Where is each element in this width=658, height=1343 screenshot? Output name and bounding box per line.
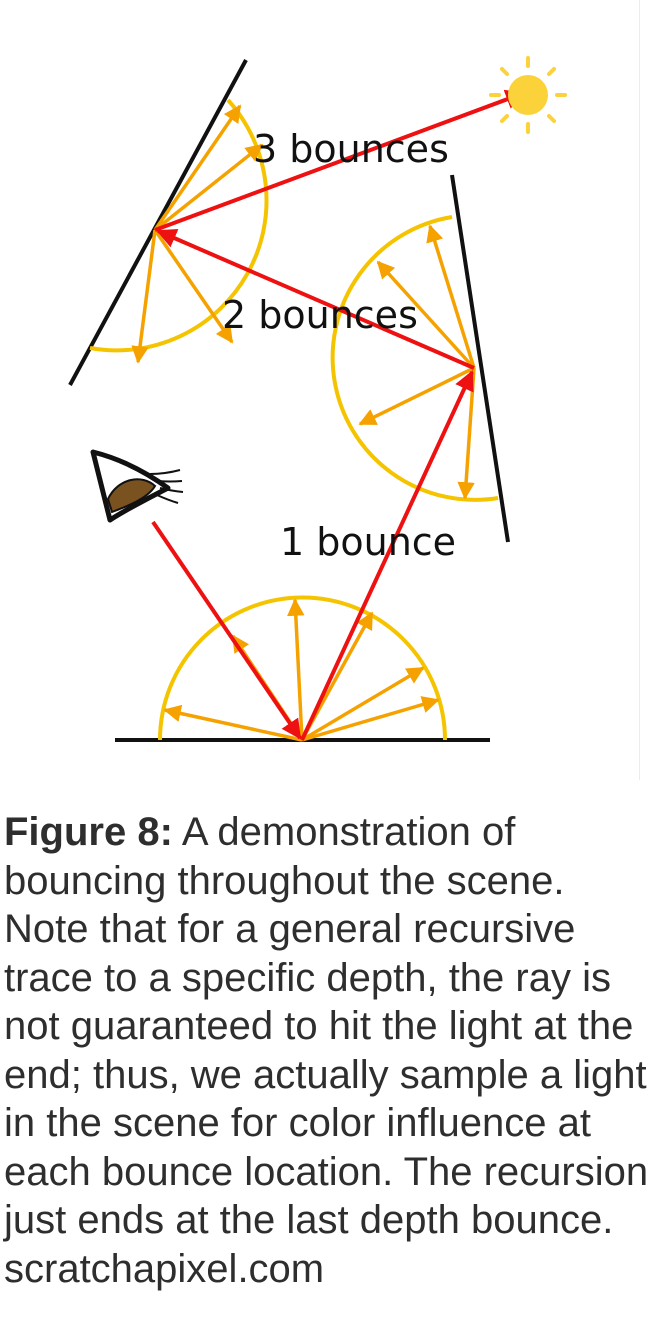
caption-text: A demonstration of bouncing throughout t…	[4, 810, 649, 1242]
ray-path	[151, 89, 526, 741]
right-wall-sample-arrows	[358, 224, 476, 500]
floor-sample-arrow	[163, 704, 303, 742]
caption-label: Figure 8:	[4, 810, 173, 854]
left-wall-surface	[68, 59, 248, 386]
ray-segment-eye-to-floor	[151, 520, 302, 740]
right-wall-sample-arrow	[426, 224, 476, 369]
right-wall-surface	[450, 174, 510, 543]
figure-caption: Figure 8: A demonstration of bouncing th…	[4, 808, 652, 1293]
bounce-diagram: 3 bounces 2 bounces 1 bounce	[68, 56, 567, 742]
right-wall-sample-arrow	[358, 366, 475, 426]
floor-sample-arrow	[301, 696, 440, 742]
one-bounce-label: 1 bounce	[280, 520, 456, 564]
three-bounces-label: 3 bounces	[253, 127, 449, 171]
sun-icon	[489, 56, 567, 134]
left-wall-sample-arrow	[153, 104, 242, 231]
left-wall-sample-arrows	[131, 104, 264, 364]
left-wall-sample-arrow	[131, 229, 157, 364]
two-bounces-label: 2 bounces	[222, 293, 418, 337]
right-wall-hemisphere	[330, 215, 499, 502]
floor-sample-arrows	[163, 598, 440, 742]
ray-segment-floor-to-right-wall	[300, 370, 474, 741]
left-wall-sample-arrow	[153, 143, 264, 232]
figure-panel: 3 bounces 2 bounces 1 bounce	[68, 0, 640, 780]
ray-segment-right-wall-to-left-wall	[156, 228, 475, 370]
eye-icon	[90, 449, 184, 523]
floor-hemisphere	[158, 595, 447, 741]
floor-sample-arrow	[287, 598, 305, 741]
right-wall-sample-arrow	[376, 260, 476, 370]
ray-segment-left-wall-to-sun	[154, 89, 526, 232]
caption-source: scratchapixel.com	[4, 1246, 325, 1291]
floor-sample-arrow	[301, 666, 425, 742]
left-wall-sample-arrow	[153, 229, 234, 344]
